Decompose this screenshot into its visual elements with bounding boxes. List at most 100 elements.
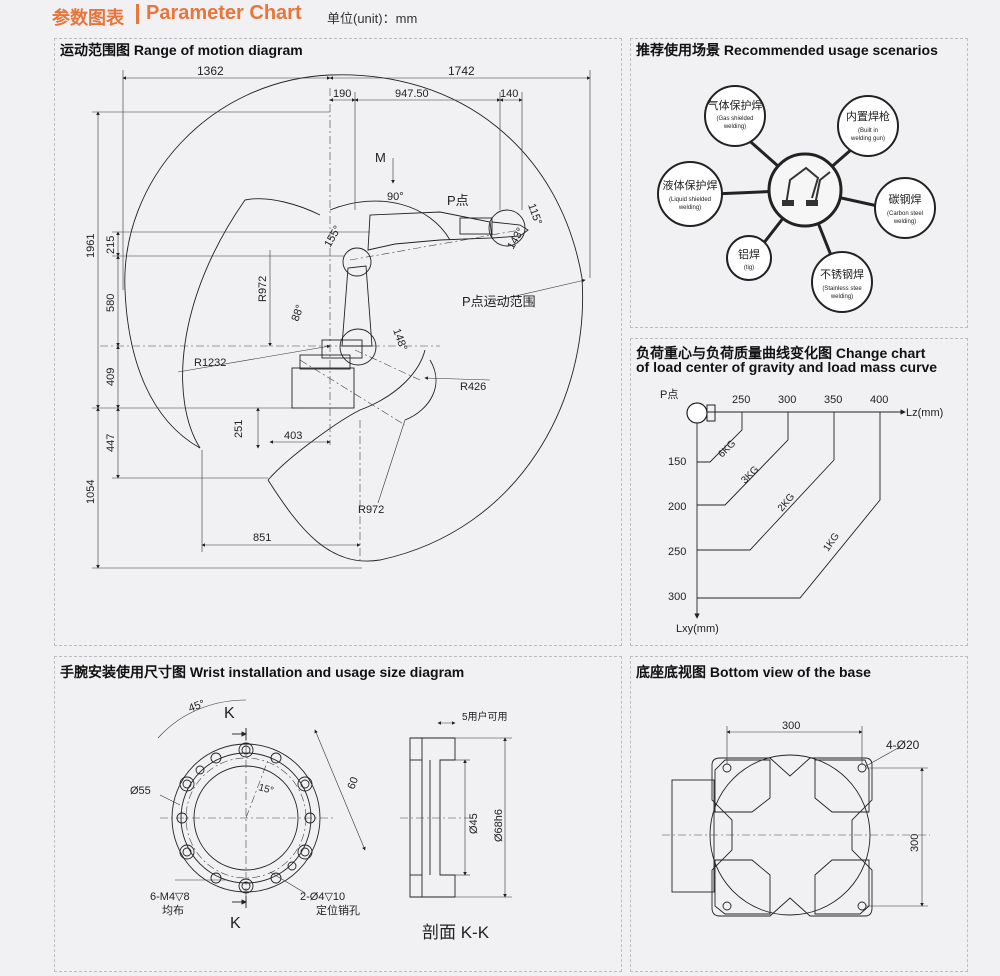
scenario-sub: welding) [893, 219, 916, 225]
dim-1961: 1961 [85, 234, 97, 258]
motion-panel [54, 38, 622, 646]
wrist-title: 手腕安装使用尺寸图 Wrist installation and usage s… [60, 664, 465, 680]
base-hole [722, 763, 732, 773]
label-p-range: P点运动范围 [462, 294, 536, 309]
x-tick: 350 [824, 394, 842, 406]
dim-60: 60 [346, 775, 361, 791]
dim-409: 409 [105, 368, 117, 386]
scenario-label: 碳钢焊 [889, 192, 922, 206]
radius-1232: R1232 [194, 357, 226, 369]
curve-3kg [697, 412, 789, 506]
load-title-2: of load center of gravity and load mass … [636, 359, 938, 375]
angle-90: 90° [387, 191, 404, 203]
base-hole [857, 901, 867, 911]
curve-1kg [697, 412, 881, 599]
load-panel [630, 338, 968, 646]
scenario-sub: (Built in [858, 128, 878, 134]
scenario-label: 气体保护焊 [708, 98, 763, 112]
scenario-node-gas [704, 85, 766, 147]
dim-1054: 1054 [85, 480, 97, 504]
load-chart: P点 Lz(mm) Lxy(mm) 250 300 350 400 150 20… [660, 388, 943, 635]
wrist-section-view [409, 737, 456, 898]
y-tick: 250 [668, 546, 686, 558]
robot-base [291, 367, 355, 409]
curve-label: 6KG [716, 438, 738, 460]
dim-947: 947.50 [395, 88, 429, 100]
radius-972-lower: R972 [358, 504, 384, 516]
dim-851: 851 [253, 532, 271, 544]
y-tick: 300 [668, 591, 686, 603]
base-cable-port [671, 779, 715, 893]
header-title-cn: 参数图表 [52, 8, 124, 28]
label-pin-desc: 定位销孔 [316, 903, 360, 917]
curve-label: 3KG [739, 464, 761, 486]
base-holes-label: 4-Ø20 [886, 738, 920, 752]
curve-6kg [697, 412, 743, 463]
section-k-top: K [224, 705, 235, 722]
curve-2kg [697, 412, 835, 551]
y-tick: 150 [668, 456, 686, 468]
scenario-sub: (Stainless stee [822, 286, 862, 292]
base-title: 底座底视图 Bottom view of the base [636, 664, 871, 680]
base-plate [711, 757, 873, 917]
label-m: M [375, 150, 386, 165]
x-tick: 250 [732, 394, 750, 406]
scenario-sub: (Carbon steel [887, 211, 923, 217]
scenario-sub: (tig) [744, 265, 754, 271]
scenario-sub: welding) [723, 124, 746, 130]
dim-215: 215 [105, 236, 117, 254]
robot-torch [491, 221, 529, 239]
wrist-bolt-holes [176, 742, 316, 894]
header-separator [136, 4, 139, 24]
inner-envelope [182, 198, 321, 449]
base-hole [722, 901, 732, 911]
scenario-node-stainless [811, 251, 873, 313]
dim-403: 403 [284, 430, 302, 442]
x-tick: 300 [778, 394, 796, 406]
angle-115: 115° [525, 202, 544, 227]
label-p: P点 [447, 193, 469, 208]
wrist-diagram: K K 45° 15° Ø55 60 6-M4▽8 均布 2-Ø4▽10 定位销… [130, 698, 512, 942]
angle-143: 143° [505, 226, 527, 252]
motion-title: 运动范围图 Range of motion diagram [60, 42, 303, 58]
dim-140: 140 [500, 88, 518, 100]
scenario-label: 内置焊枪 [846, 109, 890, 123]
base-hole [857, 763, 867, 773]
scenario-node-builtin [837, 95, 899, 157]
dim-580: 580 [105, 294, 117, 312]
load-title-1: 负荷重心与负荷质量曲线变化图 Change chart [636, 345, 926, 361]
scenario-sub: welding) [678, 205, 701, 211]
scenario-sub: (Liquid shielded [669, 197, 711, 203]
angle-88: 88° [290, 303, 307, 323]
header-title-en: Parameter Chart [146, 2, 302, 24]
page-header: 参数图表 Parameter Chart 单位(unit)：mm [0, 0, 1000, 34]
dim-447: 447 [105, 434, 117, 452]
header-unit: 单位(unit)：mm [327, 11, 418, 26]
label-user: 5用户可用 [462, 710, 508, 723]
dim-d55: Ø55 [130, 785, 151, 797]
section-label: 剖面 K-K [422, 923, 490, 942]
wrist-panel [54, 656, 622, 972]
scenario-title: 推荐使用场景 Recommended usage scenarios [636, 42, 938, 58]
scenario-sub: welding gun) [850, 136, 885, 142]
scenario-sub: welding) [830, 294, 853, 300]
outer-envelope-lower [267, 277, 584, 562]
scenario-label: 铝焊 [738, 247, 760, 261]
angle-148: 148° [390, 327, 409, 352]
outer-envelope [124, 74, 583, 449]
base-dim-300-width: 300 [782, 720, 800, 732]
scenario-panel [630, 38, 968, 328]
load-y-ticks: 150 200 250 300 [668, 456, 686, 603]
radius-972-upper: R972 [257, 276, 269, 302]
scenario-sub: (Gas shielded [716, 116, 753, 122]
scenario-diagram: 气体保护焊 (Gas shielded welding) 内置焊枪 (Built… [657, 85, 936, 313]
load-x-ticks: 250 300 350 400 [732, 394, 888, 406]
angle-155: 155° [322, 224, 344, 250]
base-panel [630, 656, 968, 972]
angle-15: 15° [257, 782, 274, 797]
load-p-label: P点 [660, 388, 678, 401]
dim-d68: Ø68h6 [493, 809, 505, 842]
x-tick: 400 [870, 394, 888, 406]
scenario-label: 不锈钢焊 [820, 267, 864, 281]
